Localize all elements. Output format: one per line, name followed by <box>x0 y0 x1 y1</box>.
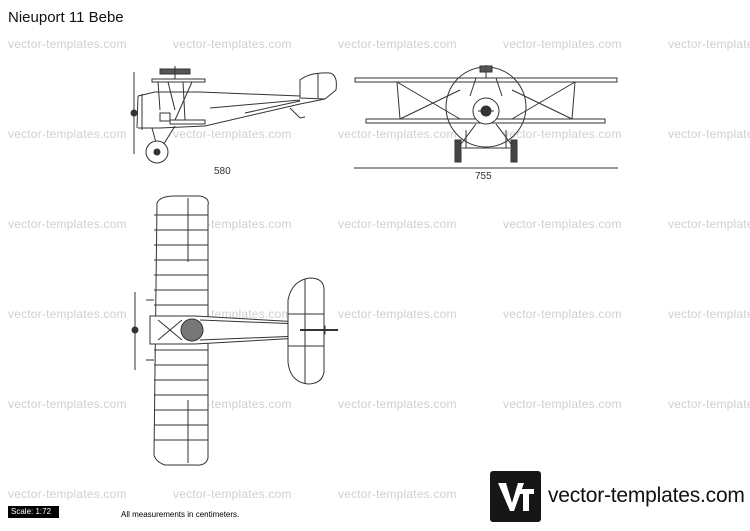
measurement-note: All measurements in centimeters. <box>121 510 240 519</box>
brand-logo-icon <box>490 471 541 522</box>
side-view <box>130 66 337 164</box>
front-span-label: 755 <box>475 171 492 182</box>
top-view <box>131 195 338 466</box>
front-view <box>354 65 618 163</box>
page-title: Nieuport 11 Bebe <box>8 9 124 26</box>
side-length-label: 580 <box>214 166 231 177</box>
brand-name: vector-templates.com <box>548 484 745 507</box>
scale-badge: Scale: 1:72 <box>8 506 59 518</box>
